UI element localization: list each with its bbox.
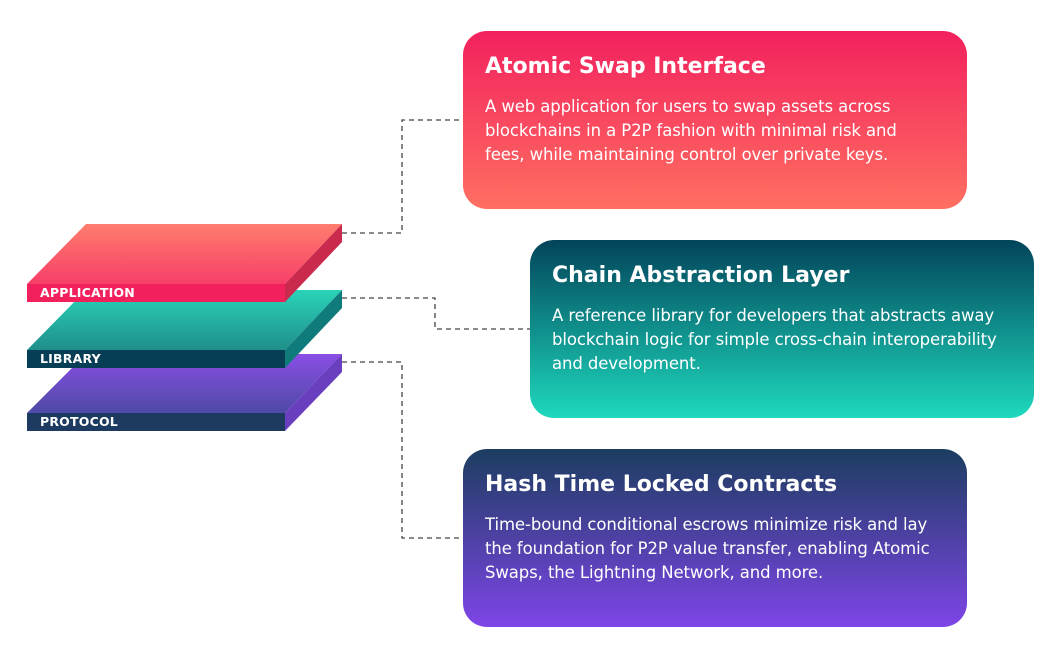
card-description: A web application for users to swap asse… — [485, 97, 897, 164]
card-description: A reference library for developers that … — [552, 306, 997, 373]
card-title: Hash Time Locked Contracts — [485, 472, 838, 497]
slab-side-library — [285, 290, 342, 368]
layer-label-protocol: PROTOCOL — [40, 414, 118, 429]
slab-top-protocol — [27, 354, 342, 413]
card-description: Time-bound conditional escrows minimize … — [485, 515, 930, 582]
card-title: Chain Abstraction Layer — [552, 263, 850, 288]
slab-side-protocol — [285, 354, 342, 431]
slab-side-application — [285, 224, 342, 302]
connector-library — [342, 297, 530, 330]
slab-front-application — [27, 284, 285, 302]
slab-top-library — [27, 290, 342, 350]
slab-front-protocol — [27, 413, 285, 431]
layer-label-library: LIBRARY — [40, 351, 101, 366]
slab-front-library — [27, 350, 285, 368]
slab-top-application — [27, 224, 342, 284]
connectors — [342, 119, 530, 539]
layer-slab-application — [27, 224, 342, 302]
connector-protocol — [342, 361, 463, 539]
layer-slab-protocol — [27, 354, 342, 431]
layer-label-application: APPLICATION — [40, 285, 135, 300]
layer-slab-library — [27, 290, 342, 368]
card-application: Atomic Swap Interface A web application … — [463, 31, 967, 209]
card-protocol: Hash Time Locked Contracts Time-bound co… — [463, 449, 967, 627]
card-title: Atomic Swap Interface — [485, 54, 766, 79]
connector-application — [342, 119, 463, 234]
card-library: Chain Abstraction Layer A reference libr… — [530, 240, 1034, 418]
